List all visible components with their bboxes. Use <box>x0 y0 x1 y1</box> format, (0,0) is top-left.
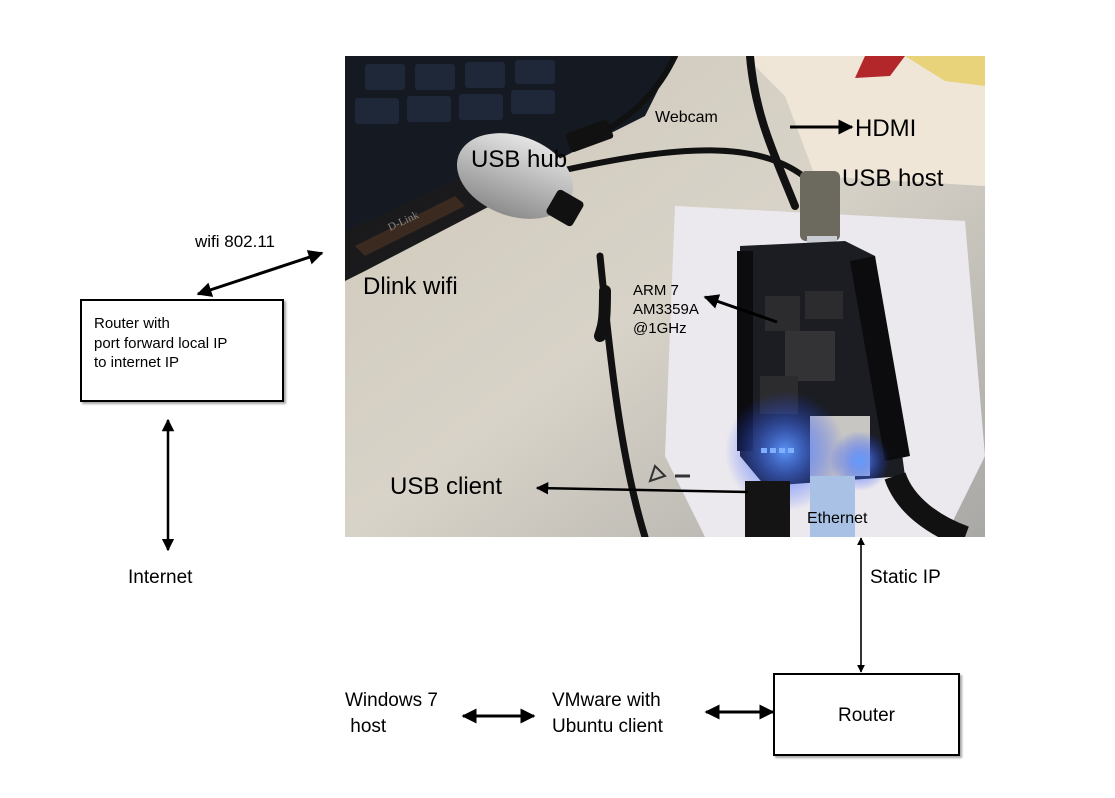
lan-router-label: Router <box>837 705 896 726</box>
wan-router-text: Router with port forward local IP to int… <box>94 314 227 373</box>
windows-host-label: Windows 7 host <box>345 688 438 739</box>
lan-router-box: Router <box>773 673 960 756</box>
usb-hub <box>456 133 574 219</box>
beaglebone-setup-photo: D-Link <box>345 56 985 537</box>
usb-client-label: USB client <box>390 473 503 500</box>
cpu-label-line3: @1GHz <box>633 319 687 337</box>
vmware-client-label: VMware with Ubuntu client <box>552 688 663 739</box>
internet-label: Internet <box>128 567 193 588</box>
windows-host-line2: host <box>345 715 387 737</box>
windows-host-line1: Windows 7 <box>345 690 438 711</box>
usb-host-label: USB host <box>842 165 944 192</box>
vmware-client-line2: Ubuntu client <box>552 715 663 737</box>
cpu-label-line1: ARM 7 <box>633 282 679 299</box>
vmware-client-line1: VMware with <box>552 690 661 711</box>
usb-hub-label: USB hub <box>471 146 568 173</box>
ethernet-label: Ethernet <box>807 510 868 527</box>
wifi-link-label: wifi 802.11 <box>195 232 276 251</box>
wan-router-line2: port forward local IP <box>94 334 228 352</box>
cpu-arrow <box>703 294 778 324</box>
wifi-link-arrow <box>196 250 324 297</box>
cpu-label: ARM 7 AM3359A @1GHz <box>633 282 699 338</box>
wan-router-line3: to internet IP <box>94 354 180 371</box>
cpu-label-line2: AM3359A <box>633 300 699 318</box>
wan-router-box: Router with port forward local IP to int… <box>80 299 284 402</box>
hdmi-label: HDMI <box>855 115 917 142</box>
static-ip-label: Static IP <box>870 567 941 588</box>
wan-router-line1: Router with <box>94 315 170 332</box>
dlink-wifi-label: Dlink wifi <box>363 273 458 300</box>
webcam-label: Webcam <box>655 109 718 126</box>
paper-notes <box>745 56 985 186</box>
usb-client-arrow <box>535 481 749 495</box>
